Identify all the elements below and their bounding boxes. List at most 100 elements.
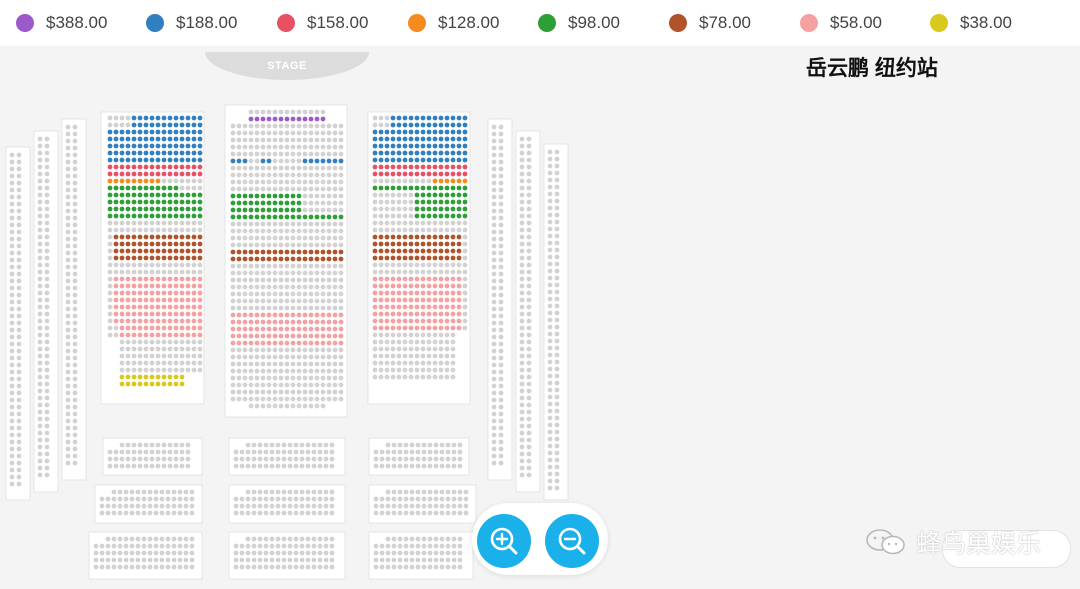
seat[interactable]	[426, 283, 432, 289]
seat[interactable]	[414, 150, 420, 156]
seat[interactable]	[113, 318, 119, 324]
seat[interactable]	[456, 129, 462, 135]
seat[interactable]	[125, 241, 131, 247]
seat[interactable]	[296, 340, 302, 346]
seat[interactable]	[372, 171, 378, 177]
seat[interactable]	[450, 311, 456, 317]
seat[interactable]	[372, 311, 378, 317]
seat[interactable]	[402, 143, 408, 149]
seat[interactable]	[125, 129, 131, 135]
seat[interactable]	[248, 340, 254, 346]
seat[interactable]	[338, 319, 344, 325]
seat[interactable]	[290, 214, 296, 220]
seat[interactable]	[197, 255, 203, 261]
seat[interactable]	[456, 311, 462, 317]
seat[interactable]	[149, 178, 155, 184]
seat[interactable]	[131, 318, 137, 324]
seat[interactable]	[119, 290, 125, 296]
seat[interactable]	[161, 199, 167, 205]
seat[interactable]	[420, 136, 426, 142]
seat[interactable]	[197, 115, 203, 121]
seat[interactable]	[248, 116, 254, 122]
seat[interactable]	[290, 340, 296, 346]
seat[interactable]	[191, 206, 197, 212]
seat[interactable]	[179, 255, 185, 261]
seat[interactable]	[260, 158, 266, 164]
seat[interactable]	[414, 283, 420, 289]
seat[interactable]	[185, 297, 191, 303]
seat[interactable]	[143, 199, 149, 205]
seat[interactable]	[179, 129, 185, 135]
seat[interactable]	[167, 318, 173, 324]
seat[interactable]	[191, 213, 197, 219]
seat[interactable]	[266, 116, 272, 122]
seat[interactable]	[161, 143, 167, 149]
seat[interactable]	[414, 164, 420, 170]
seat[interactable]	[230, 193, 236, 199]
seat[interactable]	[308, 319, 314, 325]
seat[interactable]	[173, 122, 179, 128]
seat[interactable]	[155, 332, 161, 338]
seat[interactable]	[143, 136, 149, 142]
seat[interactable]	[420, 290, 426, 296]
seat[interactable]	[378, 297, 384, 303]
seat[interactable]	[137, 122, 143, 128]
seat[interactable]	[155, 185, 161, 191]
seat[interactable]	[113, 185, 119, 191]
seat[interactable]	[149, 325, 155, 331]
seat[interactable]	[155, 206, 161, 212]
seat[interactable]	[372, 325, 378, 331]
seat[interactable]	[185, 206, 191, 212]
seat[interactable]	[113, 241, 119, 247]
seat[interactable]	[372, 129, 378, 135]
seat[interactable]	[278, 312, 284, 318]
zoom-out-button[interactable]	[545, 514, 599, 568]
seat[interactable]	[278, 193, 284, 199]
seat[interactable]	[242, 312, 248, 318]
seat[interactable]	[332, 158, 338, 164]
seat[interactable]	[197, 199, 203, 205]
seat[interactable]	[450, 206, 456, 212]
seat[interactable]	[302, 340, 308, 346]
seat[interactable]	[444, 318, 450, 324]
seat[interactable]	[402, 185, 408, 191]
seat[interactable]	[266, 256, 272, 262]
seat[interactable]	[167, 136, 173, 142]
seat[interactable]	[131, 241, 137, 247]
seat[interactable]	[179, 325, 185, 331]
seat[interactable]	[266, 312, 272, 318]
seat[interactable]	[438, 199, 444, 205]
seat[interactable]	[450, 150, 456, 156]
seat[interactable]	[173, 157, 179, 163]
seat[interactable]	[236, 312, 242, 318]
seat[interactable]	[236, 326, 242, 332]
seat[interactable]	[426, 150, 432, 156]
seat[interactable]	[462, 122, 468, 128]
seat[interactable]	[248, 214, 254, 220]
seat[interactable]	[420, 248, 426, 254]
seat[interactable]	[125, 164, 131, 170]
seat[interactable]	[185, 304, 191, 310]
seat[interactable]	[113, 136, 119, 142]
seat[interactable]	[260, 214, 266, 220]
seat[interactable]	[113, 150, 119, 156]
legend-item-98[interactable]: $98.00	[538, 12, 620, 34]
seat[interactable]	[296, 326, 302, 332]
seat[interactable]	[414, 122, 420, 128]
seat[interactable]	[254, 207, 260, 213]
seat[interactable]	[444, 164, 450, 170]
seat[interactable]	[179, 318, 185, 324]
seat[interactable]	[173, 325, 179, 331]
seat[interactable]	[173, 171, 179, 177]
seat[interactable]	[444, 283, 450, 289]
seat[interactable]	[402, 136, 408, 142]
seat[interactable]	[420, 234, 426, 240]
seat[interactable]	[290, 193, 296, 199]
seat[interactable]	[113, 234, 119, 240]
seat[interactable]	[119, 332, 125, 338]
seat[interactable]	[242, 193, 248, 199]
seat[interactable]	[119, 297, 125, 303]
seat[interactable]	[420, 164, 426, 170]
seat[interactable]	[242, 256, 248, 262]
seat[interactable]	[308, 340, 314, 346]
